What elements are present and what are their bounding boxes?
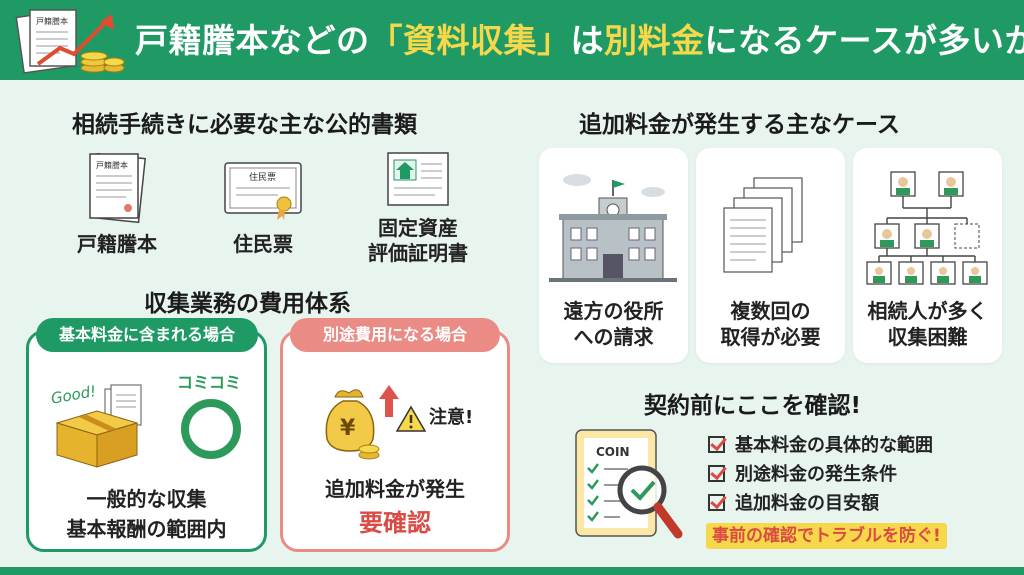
document-growth-icon: 戸籍謄本 — [15, 9, 125, 74]
document-stack-icon — [723, 177, 803, 273]
basic-fee-tag: 基本料金に含まれる場合 — [36, 318, 258, 352]
city-hall-icon — [549, 174, 677, 282]
checkbox-icon — [708, 494, 725, 511]
svg-text:戸籍謄本: 戸籍謄本 — [36, 16, 68, 26]
checklist-item-1: 基本料金の具体的な範囲 — [708, 431, 933, 457]
document-label-koseki: 戸籍謄本 — [77, 232, 157, 256]
checklist-magnifier-icon: COIN — [575, 429, 683, 539]
svg-text:Good!: Good! — [50, 382, 98, 408]
case-label-distant-office: 遠方の役所への請求 — [563, 299, 664, 349]
case-label-multiple-requests: 複数回の取得が必要 — [720, 299, 821, 349]
fee-structure-heading: 収集業務の費用体系 — [144, 291, 351, 317]
separate-fee-tag: 別途費用になる場合 — [290, 318, 500, 352]
house-document-icon — [387, 152, 449, 206]
basic-fee-panel: 基本料金に含まれる場合 Good! コミコミ 一般的な収集 基本報酬の範囲内 — [26, 318, 267, 552]
case-label-many-heirs: 相続人が多く収集困難 — [867, 299, 988, 349]
document-label-kotei-shisan: 固定資産 評価証明書 — [368, 216, 468, 265]
box-with-documents-icon: Good! — [50, 382, 142, 468]
documents-heading: 相続手続きに必要な主な公的書類 — [72, 112, 417, 138]
family-tree-icon — [866, 171, 988, 285]
checklist-item-3: 追加料金の目安額 — [708, 489, 879, 515]
circle-ok-icon — [181, 399, 241, 459]
basic-fee-line2: 基本報酬の範囲内 — [66, 517, 227, 541]
separate-fee-line2: 要確認 — [359, 509, 431, 537]
separate-fee-panel: 別途費用になる場合 ¥ 注意! 追加料金が発生 要確認 — [280, 318, 510, 552]
svg-text:住民票: 住民票 — [249, 171, 276, 183]
document-label-jyuminhyo: 住民票 — [233, 232, 293, 256]
case-card-multiple-requests: 複数回の取得が必要 — [696, 148, 845, 363]
money-bag-icon: ¥ — [325, 385, 399, 460]
checkbox-icon — [708, 436, 725, 453]
case-card-distant-office: 遠方の役所への請求 — [539, 148, 688, 363]
certificate-icon: 住民票 — [224, 162, 302, 220]
cases-heading: 追加料金が発生する主なケース — [579, 112, 900, 138]
checkbox-icon — [708, 465, 725, 482]
koseki-document-icon: 戸籍謄本 — [89, 152, 147, 224]
basic-fee-line1: 一般的な収集 — [86, 487, 207, 511]
checklist-heading: 契約前にここを確認! — [644, 393, 862, 419]
footer-strip — [0, 567, 1024, 575]
warning-icon — [395, 405, 427, 432]
case-card-many-heirs: 相続人が多く収集困難 — [853, 148, 1002, 363]
svg-text:COIN: COIN — [596, 445, 630, 459]
svg-text:¥: ¥ — [340, 416, 356, 441]
closing-message: 事前の確認でトラブルを防ぐ! — [706, 523, 947, 549]
komikomi-label: コミコミ — [177, 373, 242, 392]
header-banner: 戸籍謄本 戸籍謄本などの「資料収集」は別料金になるケースが多いから — [0, 0, 1024, 80]
caution-label: 注意! — [429, 407, 474, 428]
checklist-item-2: 別途料金の発生条件 — [708, 460, 897, 486]
separate-fee-line1: 追加料金が発生 — [325, 477, 465, 501]
svg-text:戸籍謄本: 戸籍謄本 — [96, 160, 128, 170]
page-title: 戸籍謄本などの「資料収集」は別料金になるケースが多いから — [135, 21, 1024, 60]
